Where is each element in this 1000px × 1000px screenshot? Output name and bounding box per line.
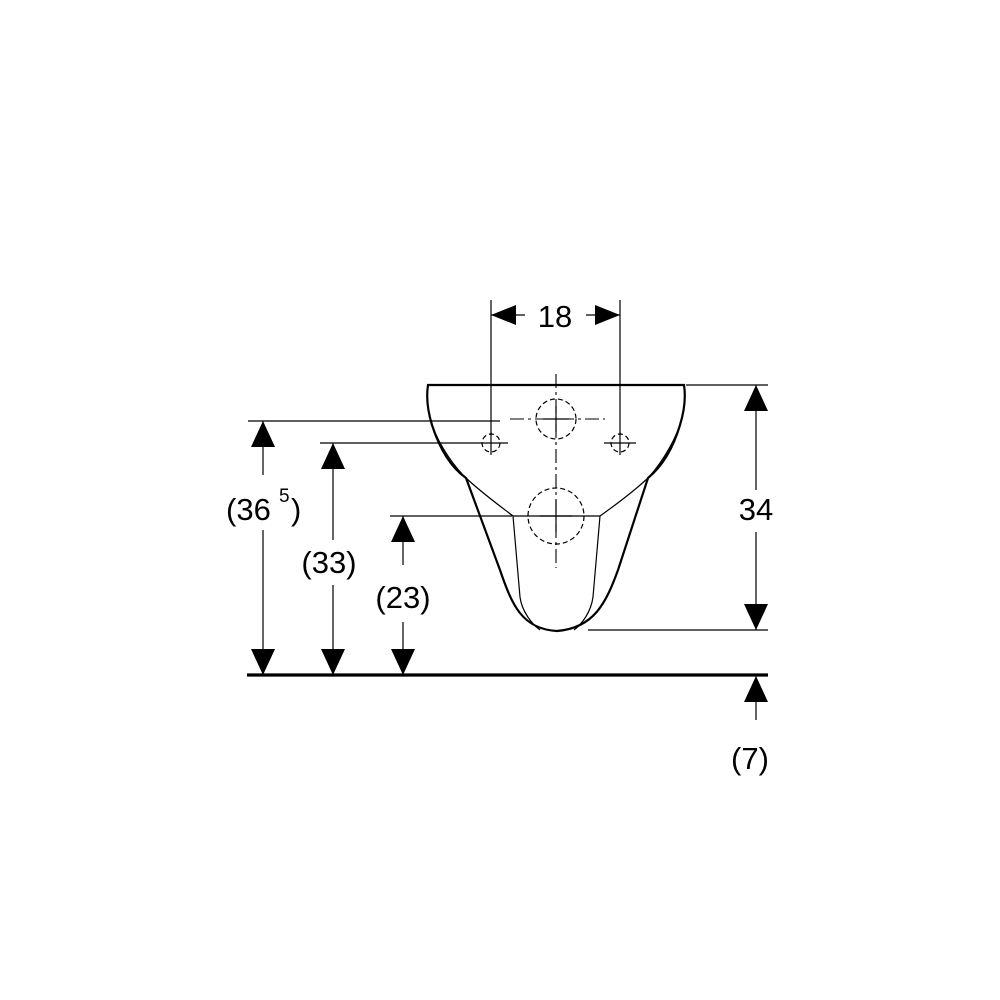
dimension-33: (33) bbox=[301, 442, 476, 675]
arrow-bottom bbox=[744, 604, 768, 630]
arrow-top bbox=[744, 385, 768, 411]
bolt-hole-height-close: ) bbox=[291, 492, 301, 527]
dimension-36-5: (36 5 ) bbox=[226, 420, 500, 675]
arrow-bottom bbox=[321, 649, 345, 675]
bottom-offset-label: (7) bbox=[731, 741, 769, 776]
outlet-channel-right bbox=[573, 477, 649, 631]
width-between-bolts-label: 18 bbox=[538, 299, 572, 334]
fixing-hole-height-label: (33) bbox=[301, 545, 356, 580]
dimension-18: 18 bbox=[490, 299, 621, 435]
arrow-top bbox=[391, 516, 415, 542]
rim-inner-line-right bbox=[645, 424, 681, 481]
dimension-7: (7) bbox=[731, 675, 769, 776]
outlet-channel bbox=[465, 477, 541, 631]
bowl-height-label: 34 bbox=[739, 492, 773, 527]
bolt-hole-height-label: (36 bbox=[226, 492, 271, 527]
arrow-right bbox=[595, 305, 620, 325]
dimension-23: (23) bbox=[375, 515, 512, 675]
arrow-bottom bbox=[391, 649, 415, 675]
supply-hole bbox=[535, 398, 577, 440]
bolt-hole-height-sup: 5 bbox=[279, 486, 290, 507]
arrow-bottom bbox=[251, 649, 275, 675]
outlet-height-label: (23) bbox=[375, 580, 430, 615]
rim-inner-line bbox=[431, 424, 469, 481]
arrow-top bbox=[321, 443, 345, 469]
arrow-up bbox=[744, 676, 768, 702]
holes bbox=[476, 374, 636, 568]
arrow-top bbox=[251, 421, 275, 447]
dimension-34: 34 bbox=[588, 384, 773, 631]
arrow-left bbox=[491, 305, 516, 325]
